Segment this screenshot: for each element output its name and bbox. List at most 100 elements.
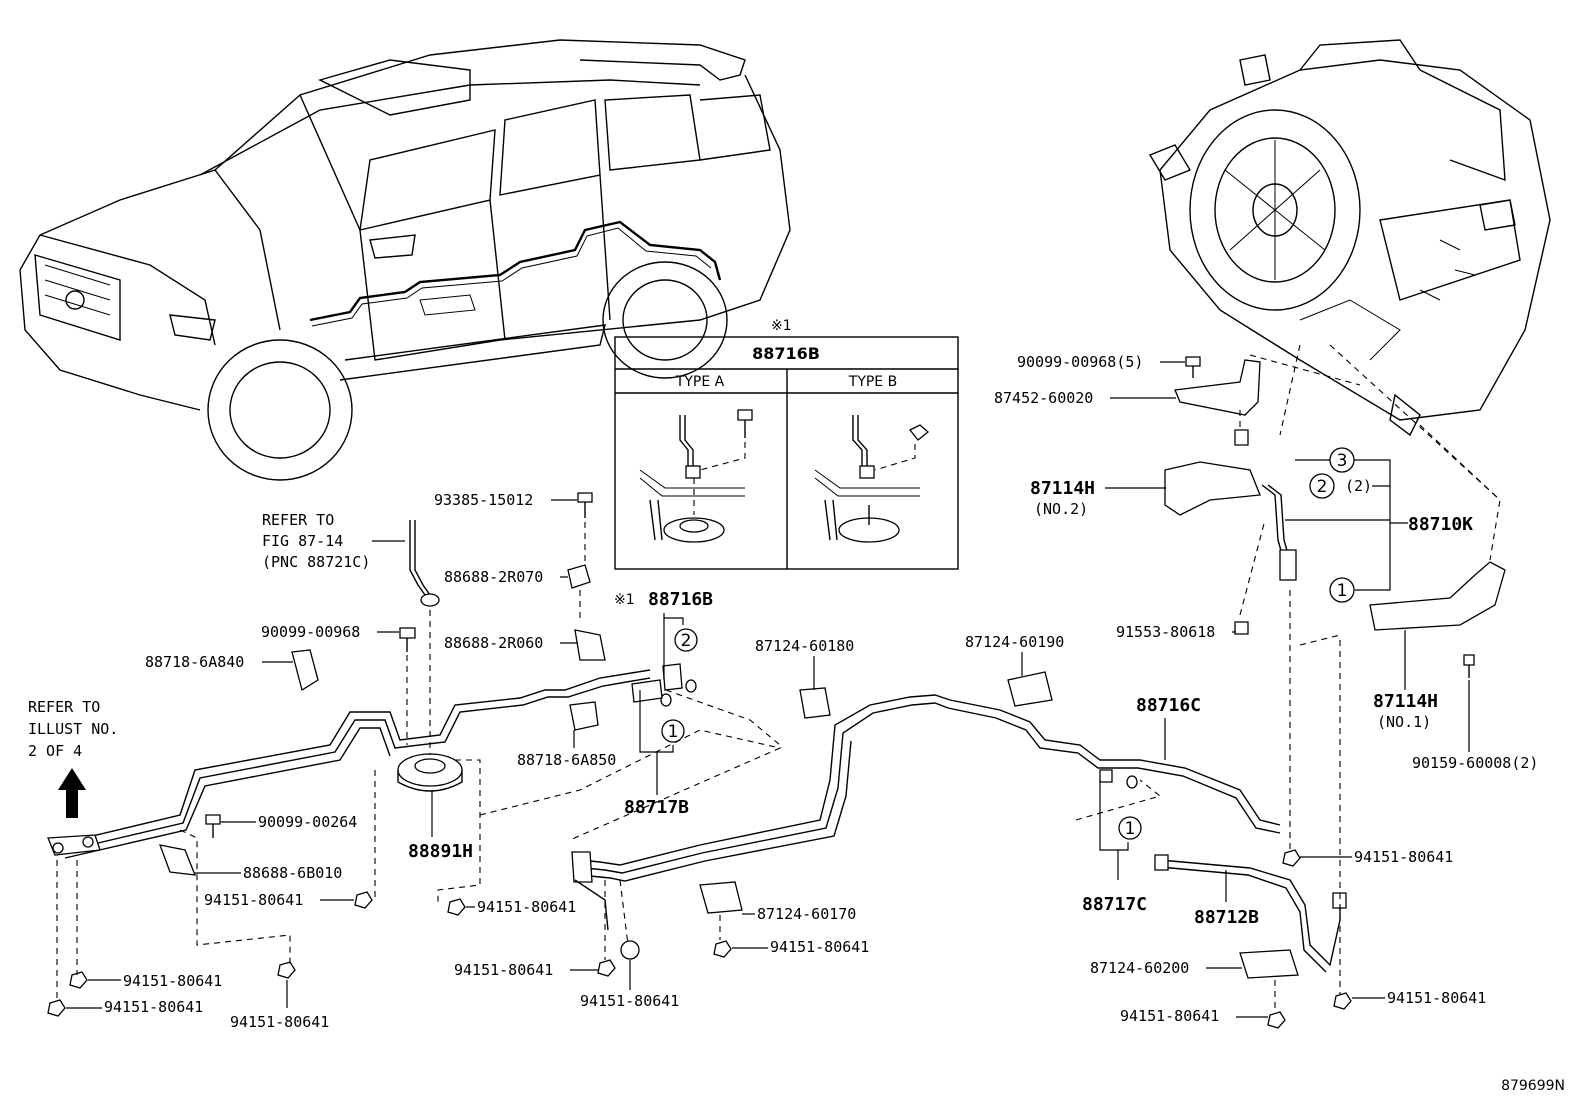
label-90099-00264: 90099-00264 xyxy=(258,813,357,831)
clamp-88718-6a850-icon xyxy=(569,701,599,731)
nut-icon xyxy=(354,891,373,909)
numbered-callouts: 2 1 1 3 2 1 xyxy=(661,447,1355,840)
label-88891h: 88891H xyxy=(408,841,473,862)
label-88718-6a840: 88718-6A840 xyxy=(145,653,244,671)
small-parts xyxy=(47,356,1506,1029)
part-labels: 93385-15012 88688-2R070 88688-2R060 9009… xyxy=(66,353,1538,1031)
label-88717b: 88717B xyxy=(624,797,689,818)
o-ring-icon xyxy=(660,693,672,707)
screw-90159-icon xyxy=(1463,654,1475,666)
clip-88688-2r060-icon xyxy=(574,629,606,661)
nut-icon xyxy=(1267,1011,1286,1029)
callout-brackets xyxy=(639,459,1408,880)
grommet-icon xyxy=(620,940,640,960)
callout-circle-1-b xyxy=(1118,816,1142,840)
nut-icon xyxy=(713,940,732,958)
inset-title: 88716B xyxy=(752,344,820,363)
callout-circle-1-a xyxy=(661,719,685,743)
label-88710k-qty: (2) xyxy=(1345,477,1372,495)
callout-circle-2-b xyxy=(1309,473,1335,499)
bracket-87114h-no1-icon xyxy=(1369,561,1506,631)
label-88688-2r070: 88688-2R070 xyxy=(444,568,543,586)
clamp-87124-60180-icon xyxy=(799,687,831,719)
label-90099-00968: 90099-00968 xyxy=(261,623,360,641)
pipe-route xyxy=(47,484,1347,973)
vehicle-illustration xyxy=(19,39,791,481)
refer-illust-line3: 2 OF 4 xyxy=(28,742,82,760)
label-94151-b: 94151-80641 xyxy=(477,898,576,916)
bolt-93385-icon xyxy=(577,492,593,503)
label-88710k: 88710K xyxy=(1408,514,1473,535)
bracket-87452-icon xyxy=(1174,359,1261,416)
inset-box: ※1 88716B TYPE A TYPE B xyxy=(614,318,959,570)
label-91553-80618: 91553-80618 xyxy=(1116,623,1215,641)
callout-num-3: 3 xyxy=(1337,451,1348,471)
callout-num-1-c: 1 xyxy=(1337,581,1348,601)
hvac-unit-illustration xyxy=(1148,39,1551,437)
refer-fig-line3: (PNC 88721C) xyxy=(262,553,370,571)
label-94151-e: 94151-80641 xyxy=(230,1013,329,1031)
label-87124-60170: 87124-60170 xyxy=(757,905,856,923)
label-93385-15012: 93385-15012 xyxy=(434,491,533,509)
refer-illust-note: REFER TO ILLUST NO. 2 OF 4 xyxy=(28,698,118,818)
callout-circle-3 xyxy=(1329,447,1355,473)
label-88712b: 88712B xyxy=(1194,907,1259,928)
label-88718-6a850: 88718-6A850 xyxy=(517,751,616,769)
label-94151-j: 94151-80641 xyxy=(1354,848,1453,866)
refer-fig-line1: REFER TO xyxy=(262,511,334,529)
clamp-88718-6a840-icon xyxy=(291,649,319,692)
label-94151-c: 94151-80641 xyxy=(123,972,222,990)
label-94151-k: 94151-80641 xyxy=(1387,989,1486,1007)
clamp-87124-60200-icon xyxy=(1239,949,1299,979)
label-88688-6b010: 88688-6B010 xyxy=(243,864,342,882)
label-87114h-no1-sub: (NO.1) xyxy=(1377,713,1431,731)
callout-num-1-b: 1 xyxy=(1125,819,1136,839)
label-94151-d: 94151-80641 xyxy=(104,998,203,1016)
clamp-87124-60170-icon xyxy=(699,881,743,914)
label-90159-60008: 90159-60008(2) xyxy=(1412,754,1538,772)
label-88716b-mark: ※1 xyxy=(614,592,635,608)
label-94151-h: 94151-80641 xyxy=(770,938,869,956)
label-94151-a: 94151-80641 xyxy=(204,891,303,909)
dashed-reference-lines xyxy=(56,344,1501,1000)
nut-icon xyxy=(447,898,466,916)
callout-circle-2-a xyxy=(674,628,698,652)
o-ring-icon xyxy=(685,679,697,693)
o-ring-icon xyxy=(1126,775,1138,789)
label-88717c: 88717C xyxy=(1082,894,1147,915)
bracket-87114h-no2-icon xyxy=(1164,461,1261,516)
label-87114h-no1: 87114H xyxy=(1373,691,1438,712)
label-94151-i: 94151-80641 xyxy=(1120,1007,1219,1025)
nut-icon xyxy=(597,959,616,977)
clip-88688-2r070-icon xyxy=(567,564,591,589)
clamp-87124-60190-icon xyxy=(1007,671,1053,707)
label-87124-60190: 87124-60190 xyxy=(965,633,1064,651)
callout-num-1-a: 1 xyxy=(668,722,679,742)
label-88716c: 88716C xyxy=(1136,695,1201,716)
label-94151-g: 94151-80641 xyxy=(580,992,679,1010)
refer-fig-line2: FIG 87-14 xyxy=(262,532,343,550)
label-87114h-no2-sub: (NO.2) xyxy=(1034,500,1088,518)
inset-type-a: TYPE A xyxy=(675,374,725,390)
inset-type-b: TYPE B xyxy=(848,374,897,390)
figure-id: 879699N xyxy=(1501,1078,1565,1094)
refer-illust-line2: ILLUST NO. xyxy=(28,720,118,738)
label-88716b: 88716B xyxy=(648,589,713,610)
callout-circle-1-c xyxy=(1329,577,1355,603)
nut-icon xyxy=(1333,992,1352,1010)
arrow-up-icon xyxy=(58,768,86,818)
nut-icon xyxy=(47,999,66,1017)
screw-91553-icon xyxy=(1234,621,1249,635)
label-94151-f: 94151-80641 xyxy=(454,961,553,979)
callout-num-2-b: 2 xyxy=(1317,477,1328,497)
nut-icon xyxy=(69,971,88,989)
nut-icon xyxy=(1282,849,1301,867)
label-90099-00968-5: 90099-00968(5) xyxy=(1017,353,1143,371)
label-87452-60020: 87452-60020 xyxy=(994,389,1093,407)
clip-88688-6b010-icon xyxy=(158,844,197,876)
refer-fig-note: REFER TO FIG 87-14 (PNC 88721C) xyxy=(262,511,440,607)
callout-num-2-a: 2 xyxy=(681,631,692,651)
label-87124-60180: 87124-60180 xyxy=(755,637,854,655)
refer-illust-line1: REFER TO xyxy=(28,698,100,716)
